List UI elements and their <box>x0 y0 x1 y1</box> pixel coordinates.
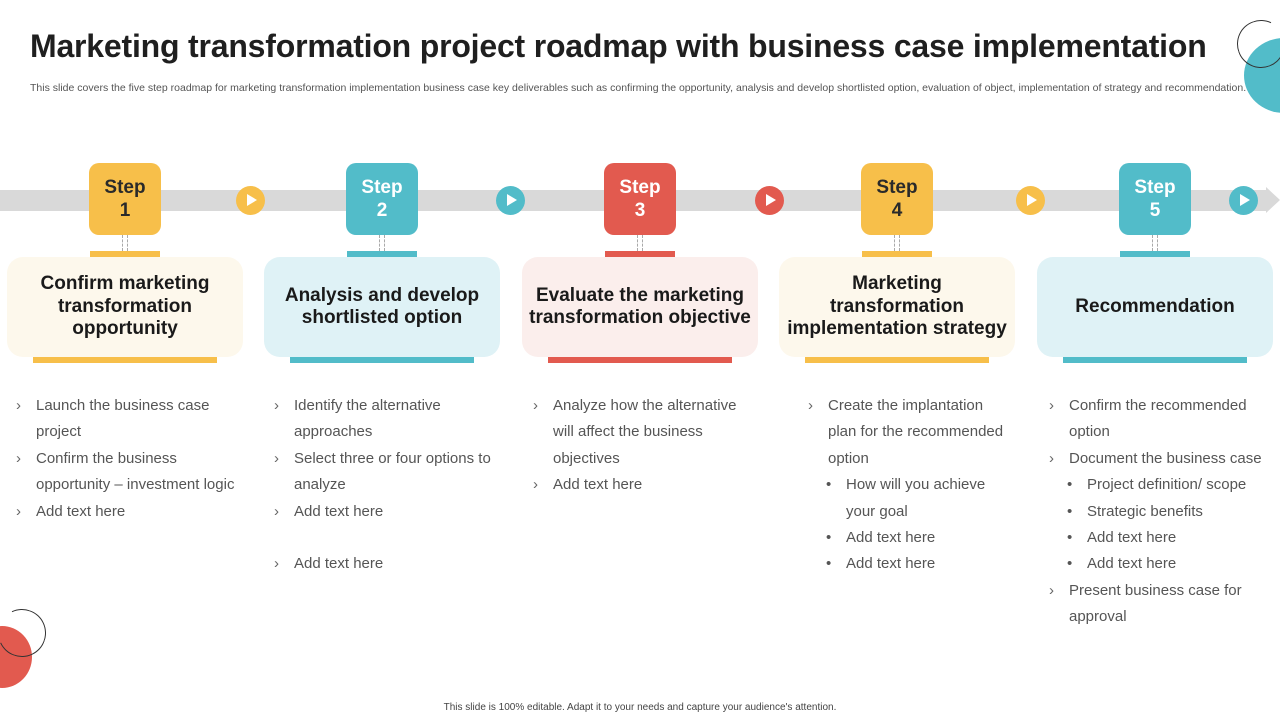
card-top-tab <box>862 251 932 257</box>
play-icon <box>1229 186 1258 215</box>
list-item: Select three or four options to analyze <box>274 446 502 499</box>
step-title-card: Confirm marketing transformation opportu… <box>7 257 243 357</box>
card-bottom-bar <box>290 357 474 363</box>
list-item: Add text here <box>1049 551 1274 578</box>
step-connector <box>637 235 643 251</box>
list-item: Analyze how the alternative will affect … <box>533 393 748 472</box>
page-title: Marketing transformation project roadmap… <box>30 28 1207 64</box>
card-top-tab <box>1120 251 1190 257</box>
roadmap-arrow-head <box>1266 187 1280 213</box>
list-item: Add text here <box>274 551 502 578</box>
step-badge-word: Step <box>619 177 661 198</box>
step-badge-word: Step <box>1134 177 1176 198</box>
step-badge-number: 5 <box>1149 200 1161 221</box>
list-item: Confirm the recommended option <box>1049 393 1274 446</box>
step-badge-number: 1 <box>119 200 131 221</box>
step-connector <box>894 235 900 251</box>
step-connector <box>379 235 385 251</box>
step-badge-word: Step <box>876 177 918 198</box>
list-item: Confirm the business opportunity – inves… <box>16 446 241 499</box>
list-item: Add text here <box>808 525 1008 552</box>
page-subtitle: This slide covers the five step roadmap … <box>30 82 1247 94</box>
list-item: Strategic benefits <box>1049 499 1274 526</box>
play-icon <box>236 186 265 215</box>
list-item: Identify the alternative approaches <box>274 393 502 446</box>
step-badge-word: Step <box>361 177 403 198</box>
play-icon <box>755 186 784 215</box>
step-bullet-list: Identify the alternative approachesSelec… <box>274 393 502 578</box>
step-badge-number: 4 <box>891 200 903 221</box>
list-item: Create the implantation plan for the rec… <box>808 393 1008 472</box>
step-title-card: Analysis and develop shortlisted option <box>264 257 500 357</box>
play-icon <box>496 186 525 215</box>
step-bullet-list: Launch the business case projectConfirm … <box>16 393 241 525</box>
step-bullet-list: Confirm the recommended optionDocument t… <box>1049 393 1274 631</box>
play-icon <box>1016 186 1045 215</box>
step-title-card: Marketing transformation implementation … <box>779 257 1015 357</box>
card-top-tab <box>90 251 160 257</box>
step-bullet-list: Analyze how the alternative will affect … <box>533 393 748 499</box>
step-title-card: Recommendation <box>1037 257 1273 357</box>
list-item: How will you achieve your goal <box>808 472 1008 525</box>
footer-note: This slide is 100% editable. Adapt it to… <box>443 702 837 713</box>
step-badge-number: 2 <box>376 200 388 221</box>
card-bottom-bar <box>548 357 732 363</box>
step-title-card: Evaluate the marketing transformation ob… <box>522 257 758 357</box>
list-item: Add text here <box>533 472 748 499</box>
card-bottom-bar <box>33 357 217 363</box>
list-item: Launch the business case project <box>16 393 241 446</box>
card-top-tab <box>605 251 675 257</box>
card-top-tab <box>347 251 417 257</box>
step-badge-word: Step <box>104 177 146 198</box>
list-item: Add text here <box>16 499 241 526</box>
list-item: Project definition/ scope <box>1049 472 1274 499</box>
step-connector <box>1152 235 1158 251</box>
step-connector <box>122 235 128 251</box>
step-badge-number: 3 <box>634 200 646 221</box>
list-item: Add text here <box>274 499 502 526</box>
card-bottom-bar <box>1063 357 1247 363</box>
list-item: Present business case for approval <box>1049 578 1274 631</box>
step-bullet-list: Create the implantation plan for the rec… <box>808 393 1008 578</box>
list-item: Document the business case <box>1049 446 1274 473</box>
list-item: Add text here <box>808 551 1008 578</box>
list-item: Add text here <box>1049 525 1274 552</box>
card-bottom-bar <box>805 357 989 363</box>
